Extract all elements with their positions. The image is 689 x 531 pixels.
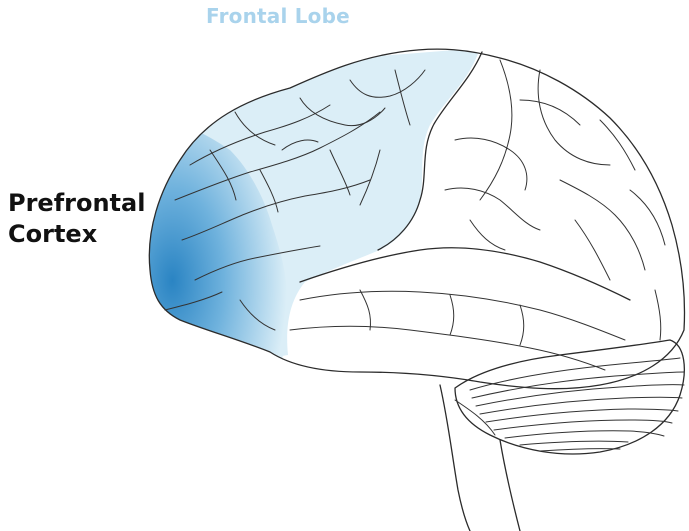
prefrontal-label-line1: Prefrontal — [8, 188, 145, 219]
cerebellum-folia — [470, 358, 684, 451]
temporal-gyri — [290, 290, 625, 370]
frontal-lobe-label: Frontal Lobe — [206, 4, 350, 28]
frontal-lobe-region — [140, 48, 480, 380]
prefrontal-label-line2: Cortex — [8, 219, 145, 250]
prefrontal-cortex-label: Prefrontal Cortex — [8, 188, 145, 250]
